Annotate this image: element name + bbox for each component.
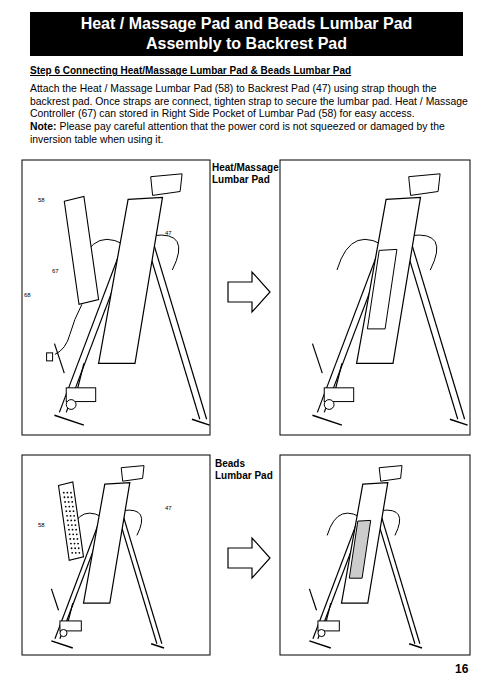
inversion-table xyxy=(47,174,468,648)
block-arrow xyxy=(228,538,270,578)
panel xyxy=(280,455,470,655)
title-band xyxy=(30,12,463,56)
note-label: Note: xyxy=(30,121,57,132)
panel-label: Heat/Massage Lumbar Pad xyxy=(212,162,278,186)
page-number: 16 xyxy=(455,662,468,676)
instruction-text: Attach the Heat / Massage Lumbar Pad (58… xyxy=(30,83,470,121)
callout-number: 58 xyxy=(38,522,45,528)
page-title: Heat / Massage Pad and Beads Lumbar Pad … xyxy=(70,14,423,54)
callout-number: 47 xyxy=(165,230,172,236)
panel xyxy=(280,160,470,435)
callout-number: 67 xyxy=(52,268,59,274)
callout-number: 68 xyxy=(24,292,31,298)
panel xyxy=(22,160,210,435)
callout-number: 47 xyxy=(165,505,172,511)
panel xyxy=(22,455,210,655)
block-arrow xyxy=(228,272,270,312)
callout-number: 58 xyxy=(38,197,45,203)
step-heading: Step 6 Connecting Heat/Massage Lumbar Pa… xyxy=(30,65,351,76)
note-paragraph: Note: Please pay careful attention that … xyxy=(30,121,470,146)
note-text: Please pay careful attention that the po… xyxy=(30,121,445,145)
panel-label: Beads Lumbar Pad xyxy=(215,458,275,482)
